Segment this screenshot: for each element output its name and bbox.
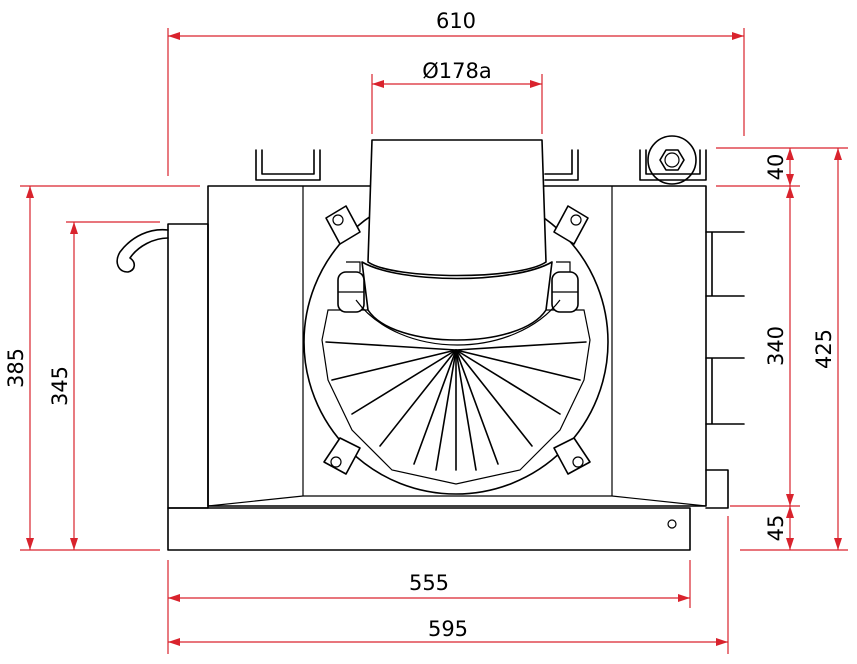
- top-bracket-left: [255, 149, 321, 181]
- base-bolt-hole: [667, 519, 677, 529]
- duct-flange: [355, 299, 561, 346]
- right-bracket-top: [705, 231, 745, 297]
- left-side-box: [167, 223, 209, 509]
- dimension-labels: 610 Ø178a 40 340 425 45 385 345 555 595: [4, 9, 836, 641]
- mounting-ear-bottom-left: [323, 437, 361, 475]
- dim-label-340: 340: [764, 326, 788, 366]
- duct-elbow: [361, 261, 553, 341]
- dim-label-425: 425: [812, 329, 836, 369]
- dim-label-40: 40: [764, 154, 788, 181]
- mounting-ear-top-right: [553, 205, 589, 245]
- dim-label-385: 385: [4, 348, 28, 388]
- dim-label-555: 555: [409, 571, 449, 595]
- side-handle: [116, 228, 169, 273]
- top-bracket-right: [639, 149, 707, 181]
- dim-label-610: 610: [436, 9, 476, 33]
- top-nut-icon: [647, 135, 697, 185]
- housing-bottom-bevel: [207, 495, 707, 507]
- machine-outline: [116, 135, 745, 551]
- dimension-lines: [20, 28, 848, 654]
- fan-guard: [321, 309, 591, 485]
- dim-label-duct-diameter: Ø178a: [422, 59, 491, 83]
- mounting-ear-bottom-right: [553, 437, 591, 475]
- mounting-ear-top-left: [325, 205, 361, 245]
- dim-label-45: 45: [764, 515, 788, 542]
- base-plate: [167, 507, 691, 551]
- dim-label-345: 345: [48, 366, 72, 406]
- right-bracket-bottom: [705, 357, 745, 425]
- right-step: [705, 469, 729, 509]
- dim-label-595: 595: [428, 617, 468, 641]
- fan-blades: [325, 341, 587, 471]
- duct-outlet: [367, 139, 547, 277]
- top-bracket-mid: [544, 149, 579, 181]
